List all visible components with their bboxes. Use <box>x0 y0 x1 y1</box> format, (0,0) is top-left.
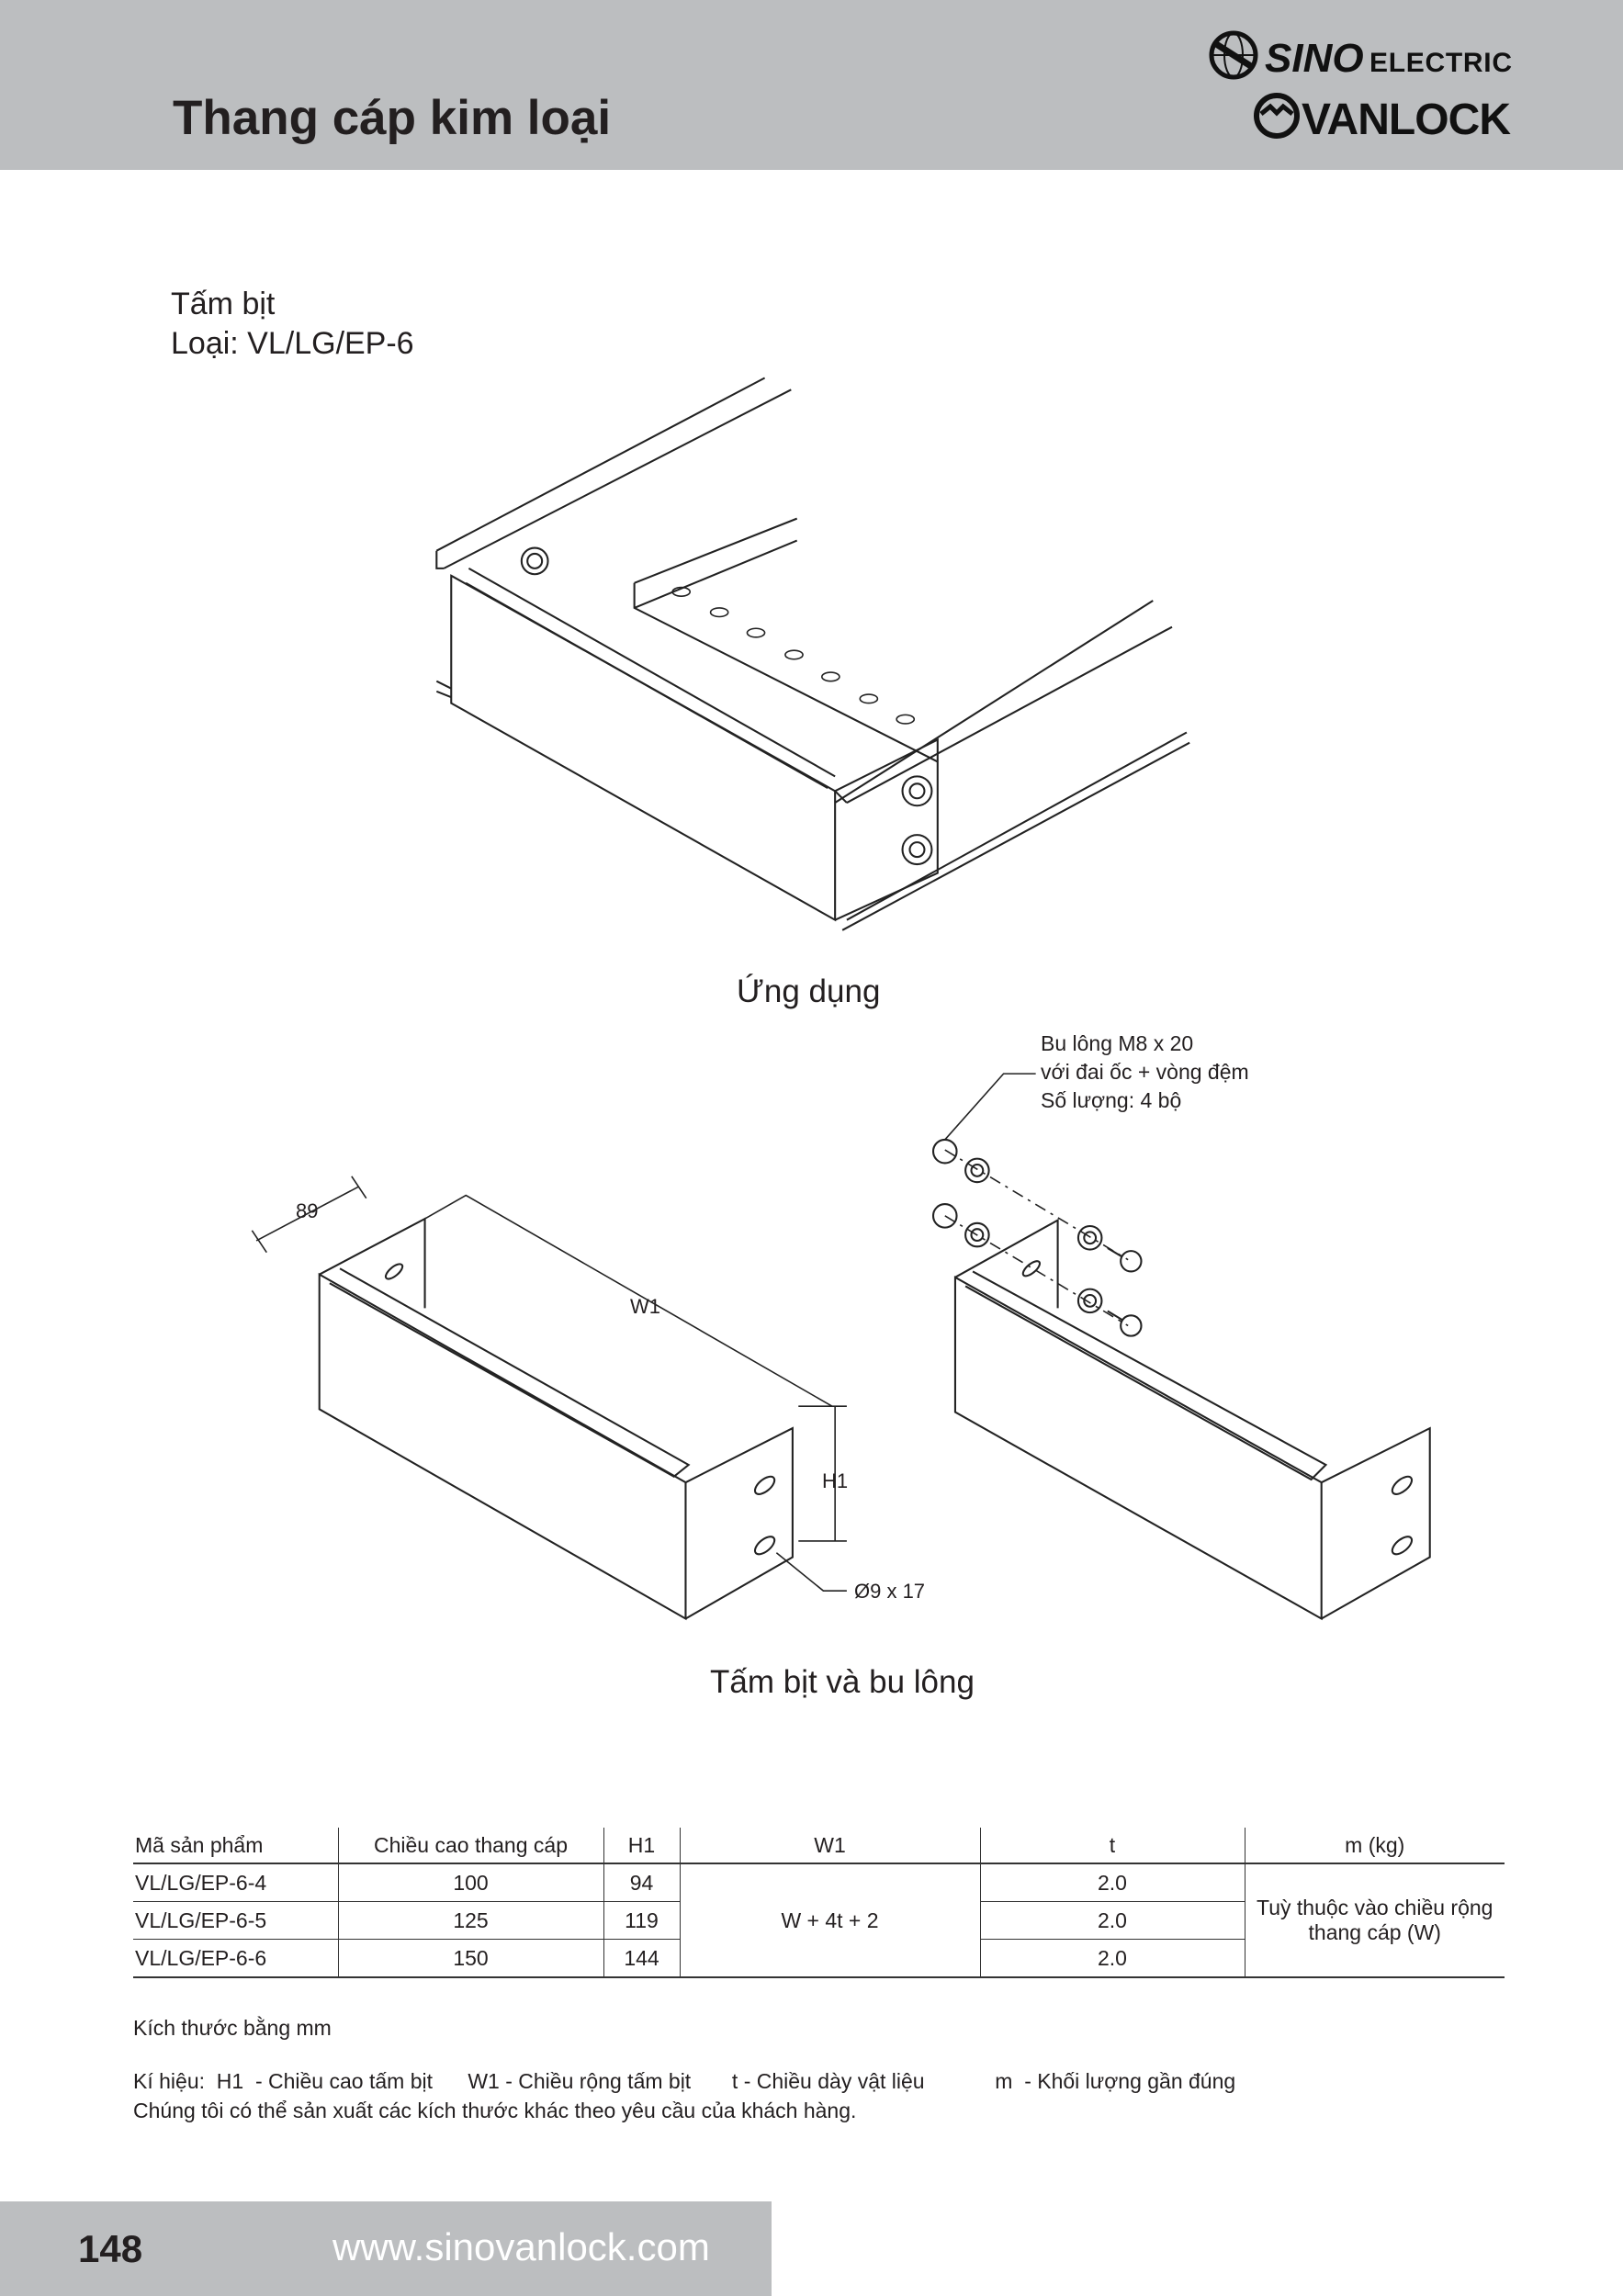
cell-t: 2.0 <box>979 1901 1245 1940</box>
plate-caption: Tấm bịt và bu lông <box>710 1664 975 1700</box>
table-row: VL/LG/EP-6-4 100 94 W + 4t + 2 2.0 Tuỳ t… <box>133 1863 1505 1978</box>
table-row: VL/LG/EP-6-5 125 119 2.0 <box>133 1901 1505 1940</box>
cell-code: VL/LG/EP-6-5 <box>133 1901 338 1940</box>
col-header: m (kg) <box>1244 1828 1505 1864</box>
bolt-spec-line1: Bu lông M8 x 20 <box>1041 1031 1193 1055</box>
svg-text:VANLOCK: VANLOCK <box>1302 96 1511 144</box>
cell-mass: Tuỳ thuộc vào chiều rộng thang cáp (W) <box>1244 1863 1505 1978</box>
col-header: t <box>979 1828 1245 1864</box>
cell-h1: 119 <box>603 1901 680 1940</box>
svg-text:SINO: SINO <box>1265 36 1364 81</box>
units-note: Kích thước bằng mm <box>133 2016 332 2040</box>
col-header: Mã sản phẩm <box>133 1828 338 1864</box>
cell-h1: 94 <box>603 1863 680 1902</box>
bolt-spec-line2: với đai ốc + vòng đệm <box>1041 1060 1249 1084</box>
product-name: Tấm bịt <box>171 287 276 321</box>
col-header: Chiều cao thang cáp <box>337 1828 603 1864</box>
nut-icon <box>931 1203 958 1229</box>
cell-w1: W + 4t + 2 <box>679 1863 980 1978</box>
table-row: VL/LG/EP-6-6 150 144 2.0 <box>133 1939 1505 1978</box>
cell-height: 100 <box>337 1863 603 1902</box>
cell-code: VL/LG/EP-6-4 <box>133 1863 338 1902</box>
dim-89-label: 89 <box>296 1199 318 1222</box>
application-caption: Ứng dụng <box>737 974 881 1009</box>
cell-t: 2.0 <box>979 1939 1245 1978</box>
end-plate-bolts-drawing <box>931 1073 1431 1621</box>
brand-logo: SINO ELECTRIC VANLOCK <box>1209 30 1512 144</box>
page-title: Thang cáp kim loại <box>173 91 612 145</box>
product-type: Loại: VL/LG/EP-6 <box>171 326 414 361</box>
website-link[interactable]: www.sinovanlock.com <box>332 2225 710 2268</box>
bolt-head-icon <box>1120 1250 1143 1273</box>
table-header-row: Mã sản phẩm Chiều cao thang cáp H1 W1 t … <box>133 1828 1505 1864</box>
col-header: W1 <box>679 1828 980 1864</box>
bolt-spec-line3: Số lượng: 4 bộ <box>1041 1088 1181 1112</box>
col-header: H1 <box>603 1828 680 1864</box>
legend-note: Kí hiệu: H1 - Chiều cao tấm bịt W1 - Chi… <box>133 2069 1236 2093</box>
hole-size-label: Ø9 x 17 <box>854 1580 925 1603</box>
cell-height: 150 <box>337 1939 603 1978</box>
custom-note: Chúng tôi có thể sản xuất các kích thước… <box>133 2099 857 2122</box>
dim-w1-label: W1 <box>630 1295 660 1318</box>
spec-table: Mã sản phẩm Chiều cao thang cáp H1 W1 t … <box>133 1828 1505 1978</box>
nut-icon <box>931 1138 958 1165</box>
page-number: 148 <box>78 2227 143 2270</box>
cell-height: 125 <box>337 1901 603 1940</box>
end-plate-drawing <box>251 1176 847 1621</box>
cell-code: VL/LG/EP-6-6 <box>133 1939 338 1978</box>
globe-icon <box>1209 30 1258 80</box>
page-header: Thang cáp kim loại SINO ELECTRIC VANLOCK <box>0 0 1623 170</box>
application-drawing <box>435 377 1190 931</box>
dim-h1-label: H1 <box>822 1469 848 1492</box>
bolt-head-icon <box>1120 1314 1143 1337</box>
cell-t: 2.0 <box>979 1863 1245 1902</box>
crown-emblem-icon <box>1254 93 1300 139</box>
svg-text:ELECTRIC: ELECTRIC <box>1369 48 1512 78</box>
page-footer: 148 www.sinovanlock.com <box>0 2201 772 2296</box>
cell-h1: 144 <box>603 1939 680 1978</box>
